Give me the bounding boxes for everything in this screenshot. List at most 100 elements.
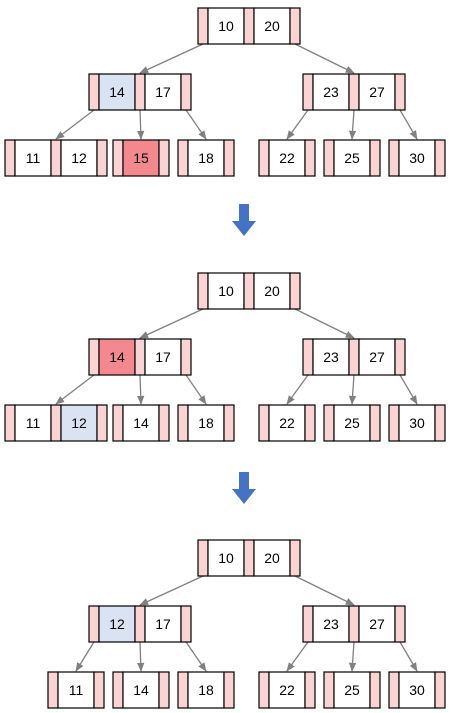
key-cell (312, 605, 350, 643)
key-label: 12 (109, 616, 125, 632)
down-arrow-icon (232, 472, 256, 504)
key-label: 30 (409, 415, 425, 431)
tree-edge (399, 109, 418, 140)
key-label: 14 (133, 415, 149, 431)
pointer-slot (93, 671, 105, 709)
pointer-slot (223, 671, 235, 709)
btree-node: 30 (388, 671, 446, 709)
key-label: 11 (26, 415, 41, 431)
key-cell (207, 272, 245, 310)
down-arrow-icon (232, 204, 256, 236)
key-label: 25 (344, 415, 360, 431)
key-label: 30 (409, 682, 425, 698)
key-label: 23 (323, 349, 339, 365)
pointer-slot (180, 338, 192, 376)
pointer-slot (112, 139, 124, 177)
pointer-slot (88, 605, 100, 643)
key-cell (253, 539, 291, 577)
key-cell (358, 338, 396, 376)
pointer-slot (158, 671, 170, 709)
pointer-slot (388, 671, 400, 709)
key-label: 11 (69, 682, 84, 698)
key-cell (358, 73, 396, 111)
key-label: 27 (369, 84, 385, 100)
key-label: 22 (279, 415, 295, 431)
tree-edge (294, 308, 355, 339)
tree-edge (348, 641, 357, 672)
tree-edge (185, 641, 207, 672)
key-label: 15 (133, 150, 149, 166)
pointer-slot (369, 404, 381, 442)
tree-edge (139, 43, 204, 74)
key-label: 25 (344, 150, 360, 166)
btree-node: 22 (258, 404, 316, 442)
pointer-slot (304, 671, 316, 709)
tree-edge (399, 374, 418, 405)
btree-node: 18 (177, 671, 235, 709)
pointer-slot (177, 404, 189, 442)
pointer-slot (134, 605, 146, 643)
key-label: 27 (369, 349, 385, 365)
key-label: 17 (155, 349, 171, 365)
pointer-slot (388, 404, 400, 442)
key-cell (333, 404, 371, 442)
key-label: 22 (279, 150, 295, 166)
key-cell (98, 338, 136, 376)
key-cell (187, 404, 225, 442)
btree-node: 25 (323, 404, 381, 442)
tree-edge (286, 374, 309, 405)
key-label: 14 (133, 682, 149, 698)
pointer-slot (323, 671, 335, 709)
btree-node: 18 (177, 139, 235, 177)
tree-edge (139, 575, 204, 606)
pointer-slot (134, 338, 146, 376)
pointer-slot (112, 404, 124, 442)
pointer-slot (223, 139, 235, 177)
tree-edge (185, 109, 207, 140)
key-label: 20 (264, 283, 280, 299)
key-cell (333, 671, 371, 709)
key-cell (312, 73, 350, 111)
btree-node: 10 20 (197, 272, 301, 310)
pointer-slot (388, 139, 400, 177)
pointer-slot (348, 338, 360, 376)
pointer-slot (348, 73, 360, 111)
pointer-slot (258, 404, 270, 442)
key-label: 18 (198, 682, 214, 698)
pointer-slot (434, 404, 446, 442)
btree-node: 14 (112, 404, 170, 442)
pointer-slot (243, 272, 255, 310)
btree-node: 30 (388, 404, 446, 442)
tree-edge (55, 109, 95, 140)
pointer-slot (289, 7, 301, 45)
key-label: 11 (26, 150, 41, 166)
btree-node: 25 (323, 671, 381, 709)
pointer-slot (4, 404, 16, 442)
tree-edge (137, 374, 145, 405)
key-label: 10 (218, 283, 234, 299)
btree-node: 18 (177, 404, 235, 442)
key-cell (122, 404, 160, 442)
key-cell (60, 139, 98, 177)
key-label: 30 (409, 150, 425, 166)
key-label: 10 (218, 550, 234, 566)
pointer-slot (177, 139, 189, 177)
btree-node: 25 (323, 139, 381, 177)
pointer-slot (50, 139, 62, 177)
key-cell (122, 671, 160, 709)
pointer-slot (134, 73, 146, 111)
pointer-slot (197, 7, 209, 45)
pointer-slot (88, 73, 100, 111)
pointer-slot (243, 539, 255, 577)
pointer-slot (243, 7, 255, 45)
tree-edge (294, 575, 355, 606)
key-cell (122, 139, 160, 177)
pointer-slot (302, 73, 314, 111)
